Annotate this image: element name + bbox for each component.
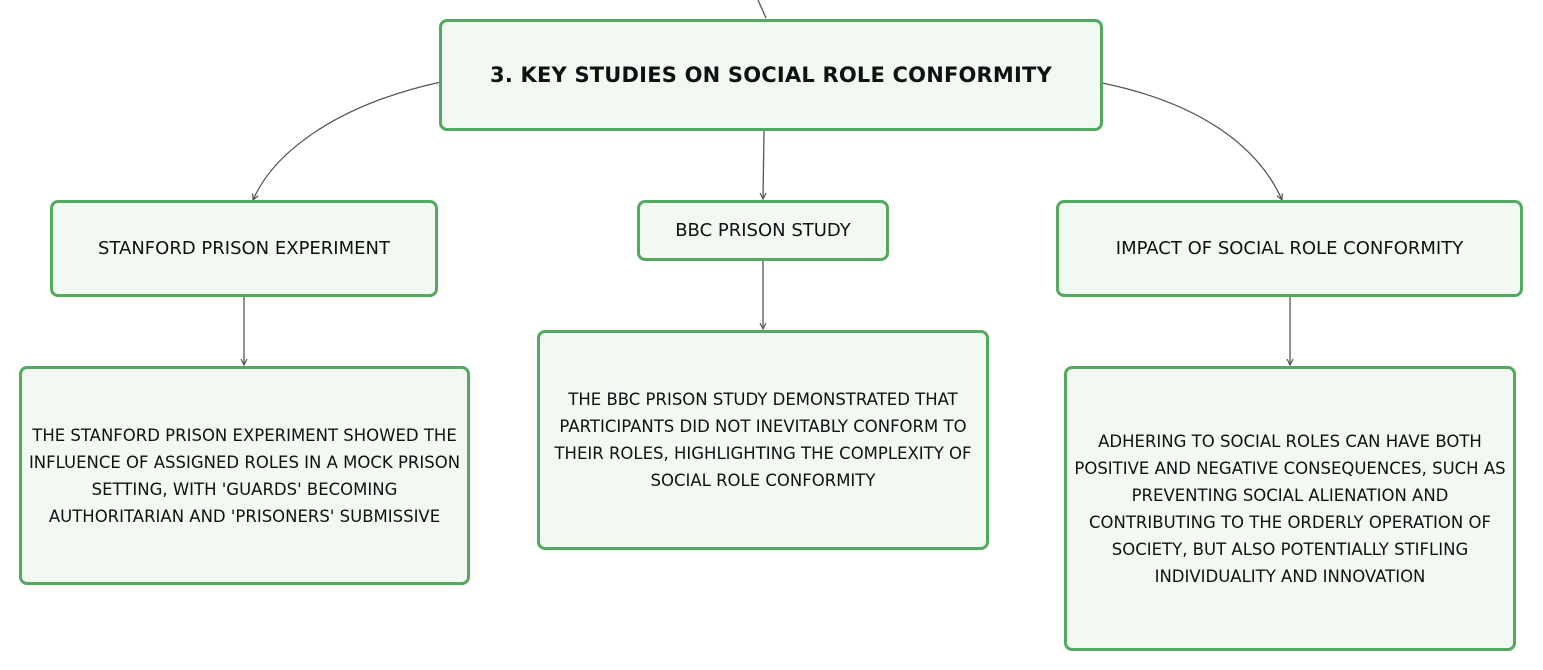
node-impact-of-social-role-conformity[interactable]: IMPACT OF SOCIAL ROLE CONFORMITY (1056, 200, 1523, 297)
node-impact-title: IMPACT OF SOCIAL ROLE CONFORMITY (1115, 238, 1464, 259)
node-bbc-title: BBC PRISON STUDY (675, 220, 851, 241)
node-stanford-title: STANFORD PRISON EXPERIMENT (98, 238, 390, 259)
connector-root-to-impact (1101, 82, 1282, 200)
node-impact-detail-text: ADHERING TO SOCIAL ROLES CAN HAVE BOTH P… (1074, 431, 1506, 586)
root-node-title: 3. KEY STUDIES ON SOCIAL ROLE CONFORMITY (490, 63, 1052, 87)
incoming-connector (757, 0, 767, 19)
node-bbc-detail-text: THE BBC PRISON STUDY DEMONSTRATED THAT P… (554, 390, 972, 490)
root-node[interactable]: 3. KEY STUDIES ON SOCIAL ROLE CONFORMITY (439, 19, 1103, 131)
node-stanford-prison-experiment[interactable]: STANFORD PRISON EXPERIMENT (50, 200, 438, 297)
connector-root-to-stanford (253, 81, 442, 200)
node-bbc-prison-study[interactable]: BBC PRISON STUDY (637, 200, 889, 261)
node-stanford-detail[interactable]: THE STANFORD PRISON EXPERIMENT SHOWED TH… (19, 366, 470, 585)
connector-root-to-bbc (763, 130, 764, 199)
node-impact-detail[interactable]: ADHERING TO SOCIAL ROLES CAN HAVE BOTH P… (1064, 366, 1516, 651)
node-stanford-detail-text: THE STANFORD PRISON EXPERIMENT SHOWED TH… (28, 425, 461, 526)
node-bbc-detail[interactable]: THE BBC PRISON STUDY DEMONSTRATED THAT P… (537, 330, 989, 550)
